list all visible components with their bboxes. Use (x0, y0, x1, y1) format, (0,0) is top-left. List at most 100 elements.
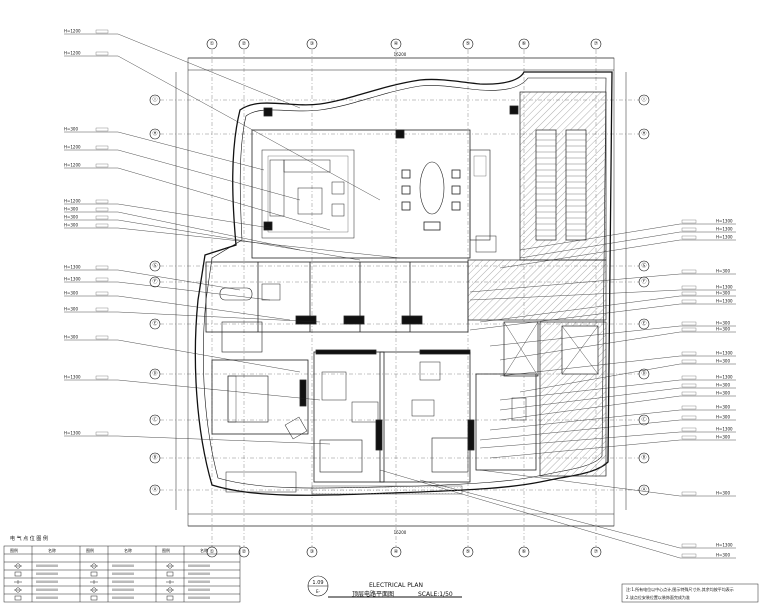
grid-bubble-bottom-6: ⑥ (518, 546, 530, 558)
grid-label-top: ② (242, 41, 247, 47)
legend-symbol (166, 571, 210, 577)
right-callout-label-box (681, 219, 697, 224)
right-callout-height: H=1300 (716, 227, 733, 232)
left-callout-label-box (95, 223, 109, 228)
legend-header-2: 名称 (48, 547, 56, 553)
right-callout-label-box (681, 491, 697, 496)
grid-bubble-bottom-7: ⑦ (590, 546, 602, 558)
right-callout-label-box (681, 427, 697, 432)
left-callout-label-box (95, 291, 109, 296)
drawing-title-cn: 顶层电路平面图 (352, 590, 394, 598)
right-callout-label-box (681, 321, 697, 326)
left-callout-height: H=300 (64, 307, 78, 312)
right-callout-height: H=300 (716, 491, 730, 496)
right-callout-label-box (681, 383, 697, 388)
grid-label-right: Ⓘ (641, 96, 646, 103)
legend-symbol (166, 563, 210, 569)
left-callout-height: H=1200 (64, 145, 81, 150)
legend-symbol (90, 587, 134, 593)
grid-label-top: ⑦ (594, 41, 599, 47)
right-callout-height: H=1300 (716, 299, 733, 304)
left-callout-height: H=1200 (64, 163, 81, 168)
right-callout-label-box (681, 327, 697, 332)
left-callout-label-box (95, 335, 109, 340)
grid-bubble-left-3: Ⓒ (149, 414, 161, 426)
legend-symbol (14, 563, 58, 569)
grid-bubble-bottom-5: ⑤ (462, 546, 474, 558)
right-callout-label-box (681, 235, 697, 240)
grid-label-right: Ⓐ (641, 486, 646, 493)
left-callout-height: H=300 (64, 291, 78, 296)
drawing-title-en: ELECTRICAL PLAN (369, 582, 423, 589)
grid-bubble-left-9: Ⓘ (149, 94, 161, 106)
legend-headers: 图例 名称 图例 名称 图例 名称 (10, 547, 208, 553)
right-callout-label-box (681, 351, 697, 356)
grid-label-left: Ⓒ (152, 416, 157, 423)
grid-bubble-right-8: Ⓗ (638, 128, 650, 140)
right-callout-height: H=1300 (716, 235, 733, 240)
grid-label-right: Ⓕ (641, 278, 646, 285)
legend-title: 电 气 点 位 图 例 (10, 535, 48, 542)
left-callouts: H=1200H=1200H=300H=1200H=1200H=1200H=300… (64, 29, 109, 436)
grid-label-top: ⑥ (522, 41, 527, 47)
grid-bubble-bottom-1: ① (206, 546, 218, 558)
left-callout-height: H=1200 (64, 29, 81, 34)
grid-label-right: Ⓓ (641, 370, 646, 377)
grid-label-bottom: ① (210, 549, 215, 555)
legend-symbol (14, 571, 58, 577)
left-callout-height: H=300 (64, 127, 78, 132)
bedroom-wing (205, 261, 537, 495)
grid-label-right: Ⓒ (641, 416, 646, 423)
grid-bubble-bottom-2: ② (238, 546, 250, 558)
left-callout-height: H=1200 (64, 199, 81, 204)
left-callout-label-box (95, 277, 109, 282)
right-callout-label-box (681, 415, 697, 420)
grid-bubble-bottom-3: ③ (306, 546, 318, 558)
grid-bubble-bottom-4: ④ (390, 546, 402, 558)
grid-bubble-left-6: Ⓕ (149, 276, 161, 288)
legend-symbol (166, 580, 210, 584)
legend-header-1: 图例 (10, 547, 18, 553)
right-callout-height: H=300 (716, 391, 730, 396)
grid-label-bottom: ③ (310, 549, 314, 555)
left-callout-height: H=1300 (64, 277, 81, 282)
left-callout-label-box (95, 163, 109, 168)
sheet-reference-bubble (307, 575, 462, 598)
grid-bubble-left-8: Ⓗ (149, 128, 161, 140)
grid-bubble-top-4: ④ (390, 38, 402, 50)
left-callout-label-box (95, 307, 109, 312)
grid-bubble-top-5: ⑤ (462, 38, 474, 50)
left-callout-height: H=300 (64, 207, 78, 212)
top-total-dimension: 16200 (394, 52, 407, 57)
grid-label-top: ⑤ (466, 41, 470, 47)
grid-bubble-right-9: Ⓘ (638, 94, 650, 106)
left-callout-height: H=1300 (64, 431, 81, 436)
legend-symbol (14, 580, 58, 584)
right-callout-height: H=1300 (716, 375, 733, 380)
right-callout-height: H=300 (716, 553, 730, 558)
notes-box (621, 583, 759, 603)
legend-header-3: 图例 (86, 547, 94, 553)
grid-label-top: ③ (310, 41, 314, 47)
grid-label-right: Ⓗ (641, 130, 646, 137)
left-callout-label-box (95, 431, 109, 436)
legend-header-4: 名称 (124, 547, 132, 553)
right-callout-label-box (681, 359, 697, 364)
grid-label-bottom: ② (242, 549, 247, 555)
grid-bubble-left-7: Ⓖ (149, 260, 161, 272)
right-callout-height: H=300 (716, 415, 730, 420)
right-callout-label-box (681, 435, 697, 440)
grid-label-bottom: ⑦ (594, 549, 599, 555)
left-callout-label-box (95, 265, 109, 270)
building-outline (194, 71, 613, 496)
sheet-reference-sub: E- (316, 589, 321, 594)
right-callout-label-box (681, 391, 697, 396)
right-callout-height: H=1300 (716, 285, 733, 290)
grid-label-left: Ⓗ (152, 130, 157, 137)
grid-bubble-top-6: ⑥ (518, 38, 530, 50)
note-line-2: 2.该点位安装位置以装饰面完成为准 (626, 594, 690, 600)
right-callout-height: H=300 (716, 405, 730, 410)
right-callout-height: H=1300 (716, 351, 733, 356)
legend-symbol (166, 595, 210, 601)
